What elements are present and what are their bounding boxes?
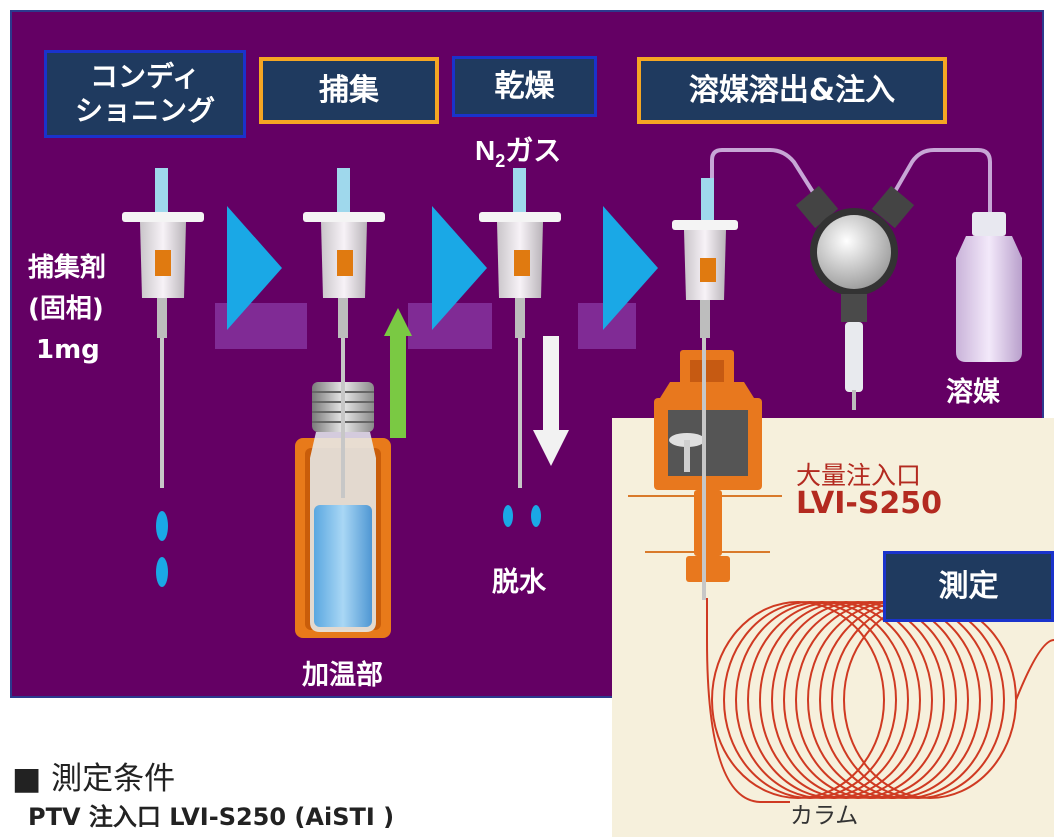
three-way-valve-icon xyxy=(795,185,915,410)
step-drying: 乾燥 xyxy=(452,56,597,117)
injector-model-label: LVI-S250 xyxy=(796,486,943,521)
sorbent-label-line3: 1mg xyxy=(36,335,100,365)
column-label: カラム xyxy=(790,803,859,829)
step-measurement-label: 測定 xyxy=(938,568,999,604)
n2-rest: ガス xyxy=(505,135,561,166)
large-volume-injector-icon xyxy=(628,338,782,600)
sorbent-label-line2: (固相) xyxy=(28,294,104,324)
syringe-1 xyxy=(122,168,204,587)
sorbent-label: 捕集剤 (固相) 1mg xyxy=(28,248,106,371)
step-conditioning-line1: コンディ xyxy=(89,60,201,94)
conditions-injector-line: PTV 注入口 LVI-S250 (AiSTI ) xyxy=(28,803,395,831)
solvent-label: 溶媒 xyxy=(946,377,1000,408)
sorbent-label-line1: 捕集剤 xyxy=(28,253,107,283)
n2-main: N xyxy=(475,135,495,166)
syringe-2 xyxy=(303,168,385,498)
dehydration-label: 脱水 xyxy=(492,567,546,598)
step-drying-label: 乾燥 xyxy=(494,68,555,104)
dehydration-arrow-icon xyxy=(533,336,569,466)
solvent-tubing xyxy=(710,148,992,214)
heat-up-arrow-icon xyxy=(384,308,412,438)
step-arrow-icon-2 xyxy=(432,206,487,330)
heater-label: 加温部 xyxy=(302,660,383,691)
step-arrows xyxy=(227,206,658,330)
step-conditioning: コンディ ショニング xyxy=(44,50,246,138)
step-conditioning-line2: ショニング xyxy=(74,94,215,127)
step-elution-injection: 溶媒溶出&注入 xyxy=(637,57,947,124)
step-arrow-icon-1 xyxy=(227,206,282,330)
injector-name-label: 大量注入口 xyxy=(796,461,922,490)
n2-gas-label: N2ガス xyxy=(475,135,561,171)
conditions-heading: ■ 測定条件 xyxy=(12,761,176,797)
gc-column-icon xyxy=(706,598,1054,803)
step-elution-label: 溶媒溶出&注入 xyxy=(688,72,896,108)
step-capture: 捕集 xyxy=(259,57,439,124)
step-measurement: 測定 xyxy=(883,551,1054,622)
flow-band xyxy=(215,303,636,349)
step-arrow-icon-3 xyxy=(603,206,658,330)
syringe-3 xyxy=(479,168,561,527)
n2-subscript: 2 xyxy=(495,151,505,171)
solvent-bottle-icon xyxy=(956,212,1022,362)
sample-vial xyxy=(310,382,376,632)
syringe-4 xyxy=(672,178,738,338)
step-capture-label: 捕集 xyxy=(319,72,379,108)
